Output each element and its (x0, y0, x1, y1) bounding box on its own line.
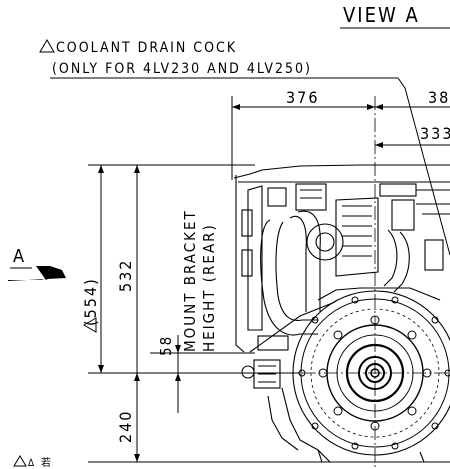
engine-feet (317, 449, 425, 463)
revision-triangle-icon (13, 455, 27, 467)
flywheel-bolt-holes (298, 296, 450, 450)
view-arrow-icon (8, 266, 66, 281)
bracket-label-line-2: HEIGHT (REAR) (200, 223, 218, 352)
dimension-376: 376 (286, 88, 319, 107)
dimension-58: 58 (157, 335, 175, 356)
revision-triangle-icon (39, 39, 55, 53)
engine-outline (233, 164, 450, 463)
note-leader-line (397, 77, 450, 256)
dimension-38x: 38 (428, 88, 450, 107)
footnote-mark: ∆ 若 (27, 456, 53, 469)
dimension-240: 240 (116, 410, 135, 443)
note-line-1: COOLANT DRAIN COCK (56, 40, 237, 56)
view-title: VIEW A (343, 3, 420, 27)
view-arrow-label: A (13, 246, 26, 267)
bracket-label-line-1: MOUNT BRACKET (181, 209, 199, 352)
dimension-333: 333 (420, 124, 450, 143)
note-line-2: (ONLY FOR 4LV230 AND 4LV250) (52, 61, 312, 77)
dimension-532: 532 (116, 259, 135, 292)
dimension-554: (554) (81, 277, 100, 326)
revision-triangle-icon (83, 317, 97, 333)
